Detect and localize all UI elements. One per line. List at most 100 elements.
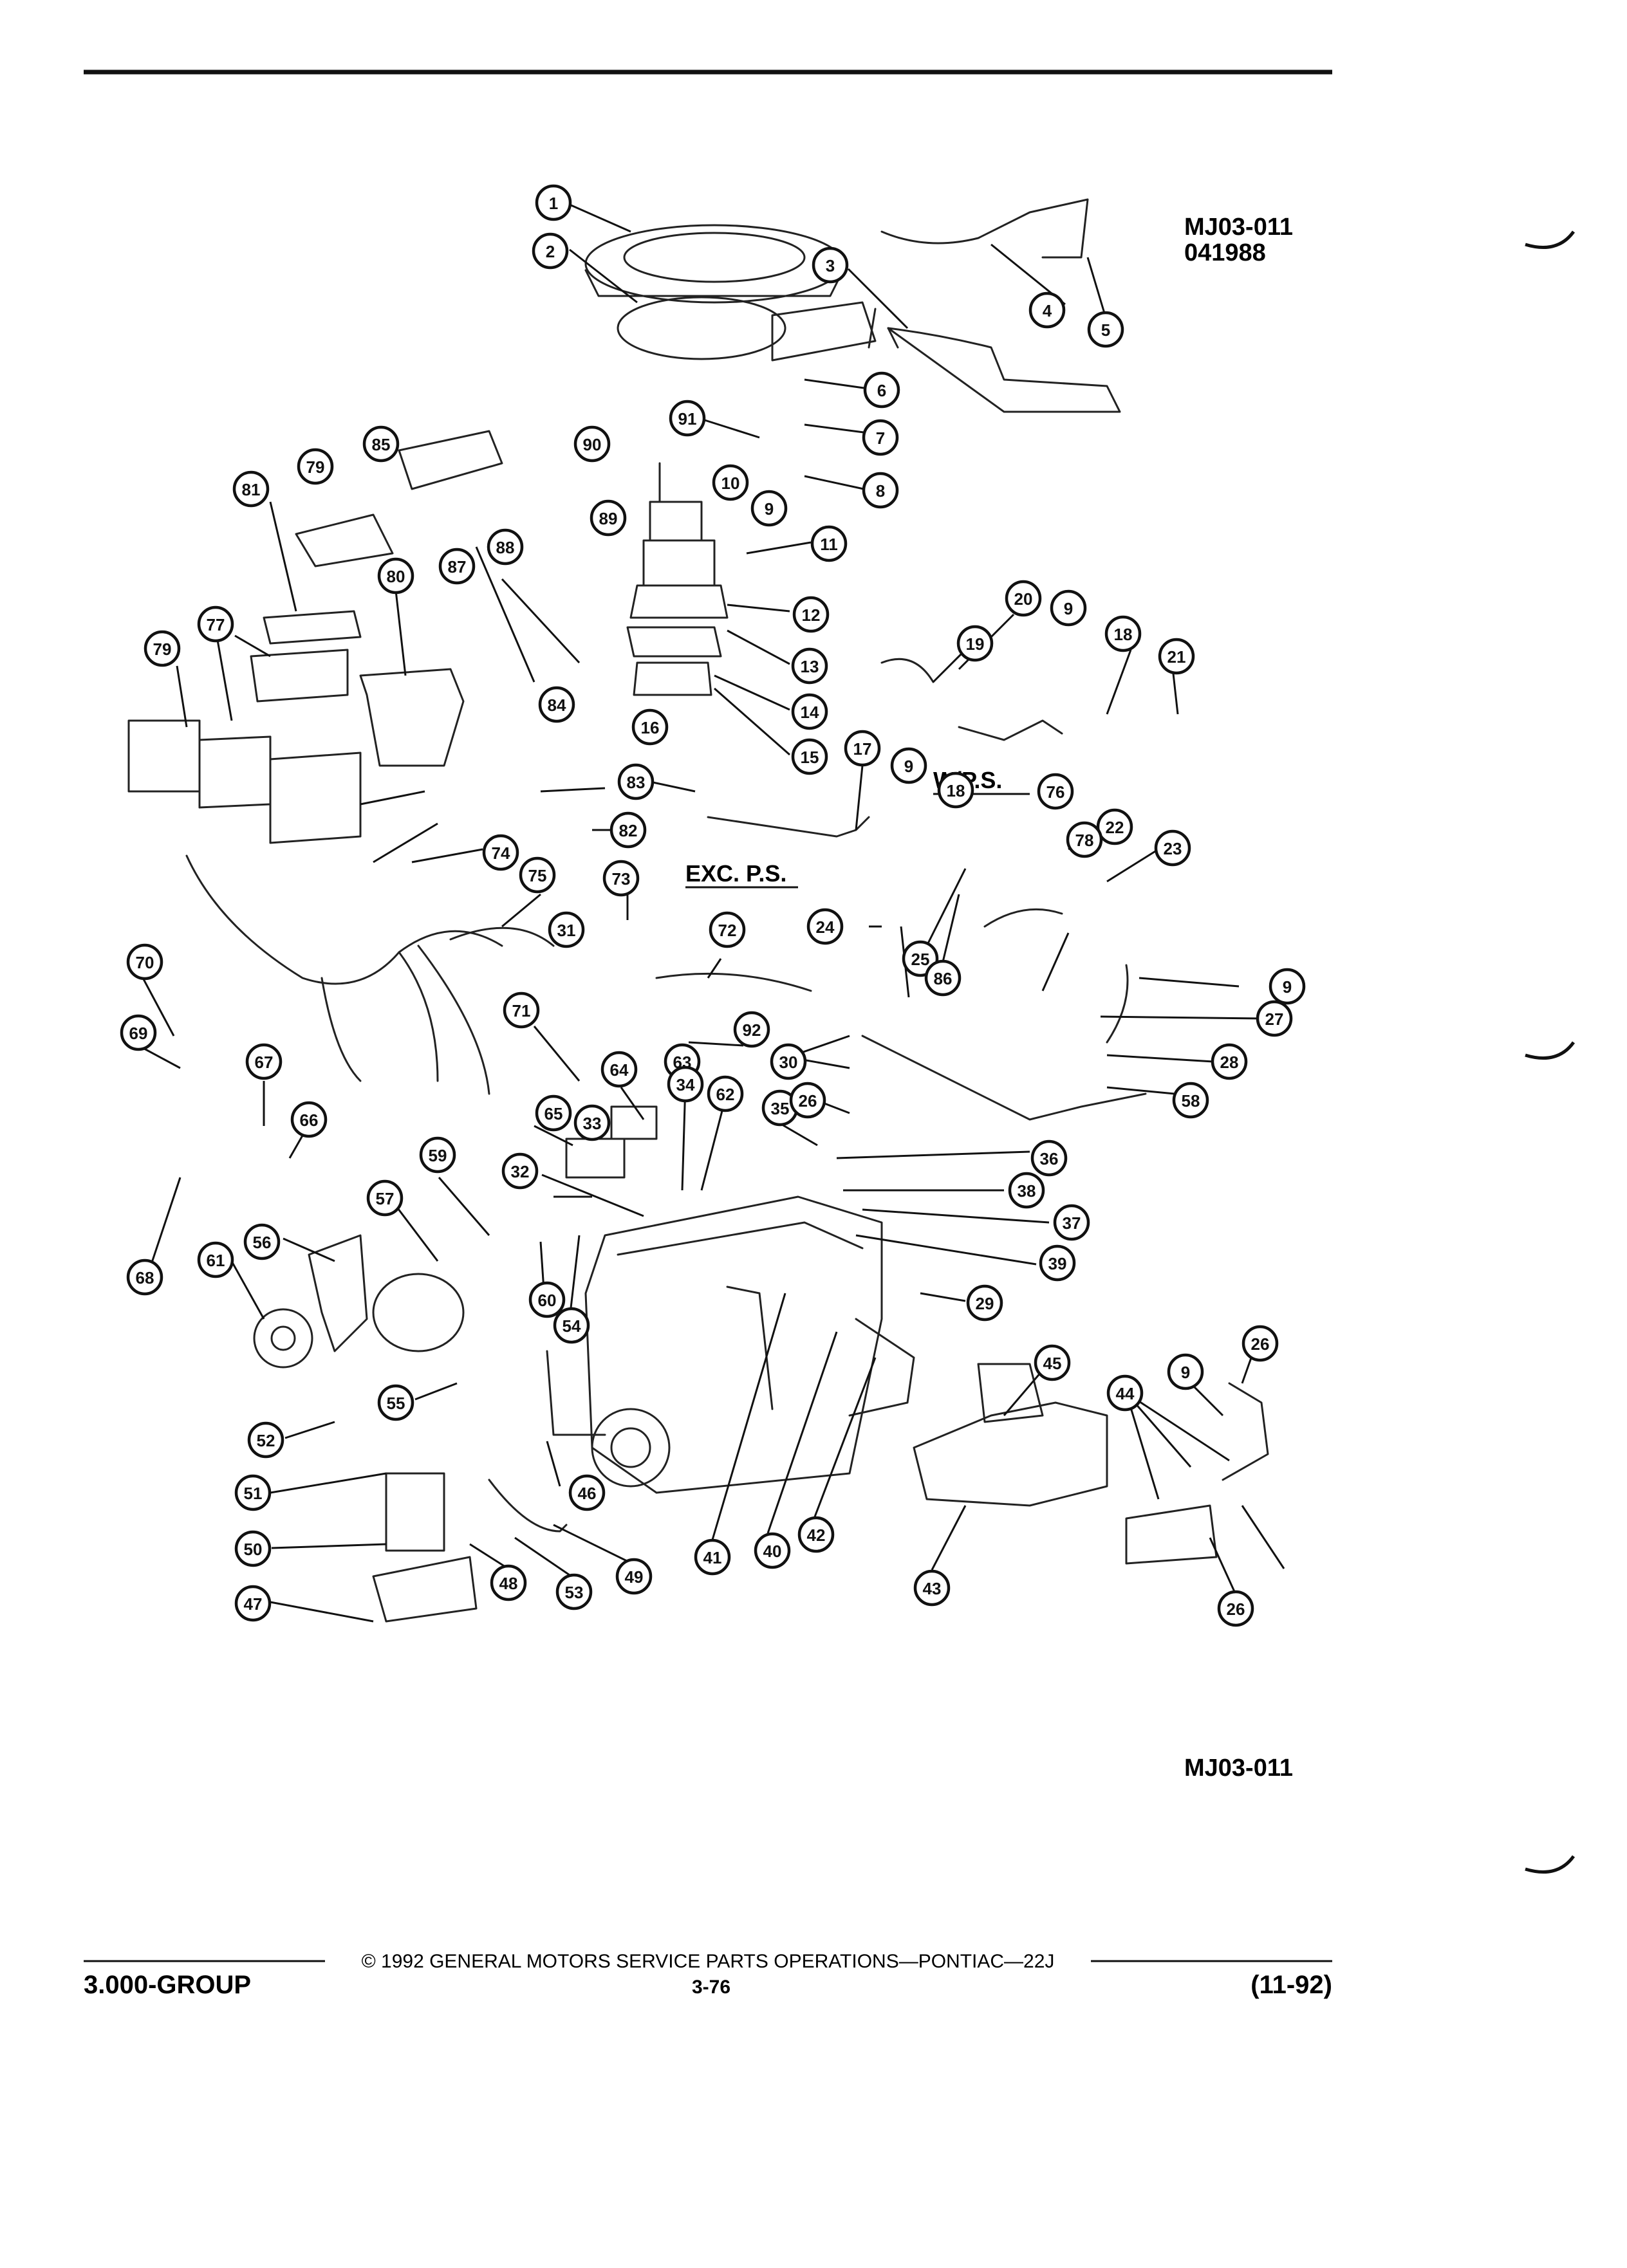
callout-circle — [810, 525, 848, 562]
callout-number: 73 — [612, 869, 631, 889]
callout-38: 38 — [1008, 1172, 1045, 1209]
hoses-and-pipes — [488, 658, 1269, 1533]
callout-circle — [844, 730, 881, 767]
callout-number: 23 — [1164, 839, 1182, 858]
callout-89: 89 — [590, 499, 627, 537]
callout-91: 91 — [669, 400, 706, 437]
callout-circle — [1028, 291, 1066, 329]
callout-number: 35 — [771, 1099, 790, 1118]
binder-mark — [1525, 230, 1576, 249]
callout-circle — [377, 1384, 414, 1421]
callout-26: 26 — [1217, 1590, 1254, 1627]
callout-circle — [791, 647, 828, 685]
wiring-harness — [185, 854, 555, 1095]
callout-number: 10 — [721, 474, 740, 493]
callout-circle — [419, 1136, 456, 1174]
callout-circle — [733, 1011, 770, 1048]
callout-circle — [535, 1094, 572, 1132]
footer-group: 3.000-GROUP — [84, 1971, 251, 1999]
callout-41: 41 — [694, 1538, 731, 1576]
callout-5: 5 — [1087, 311, 1124, 348]
footer-date: (11-92) — [1250, 1971, 1332, 1999]
callout-number: 28 — [1220, 1053, 1239, 1072]
callout-number: 45 — [1043, 1354, 1062, 1373]
callout-circle — [290, 1101, 328, 1138]
callout-number: 1 — [549, 194, 558, 213]
callout-4: 4 — [1028, 291, 1066, 329]
callout-74: 74 — [482, 834, 519, 871]
callout-number: 31 — [557, 921, 576, 940]
callout-circle — [590, 499, 627, 537]
callout-47: 47 — [234, 1585, 272, 1622]
callout-69: 69 — [120, 1014, 157, 1051]
callout-55: 55 — [377, 1384, 414, 1421]
callout-23: 23 — [1154, 829, 1191, 867]
callout-number: 61 — [207, 1251, 225, 1270]
callout-number: 13 — [801, 657, 819, 676]
callout-number: 26 — [1251, 1334, 1270, 1354]
callout-circle — [709, 911, 746, 948]
callout-circle — [528, 1281, 566, 1318]
callout-79: 79 — [144, 630, 181, 667]
callout-number: 72 — [718, 921, 737, 940]
callout-number: 70 — [136, 953, 154, 972]
callout-circle — [1256, 1000, 1293, 1037]
callout-circle — [568, 1474, 606, 1511]
callout-circle — [791, 693, 828, 730]
callout-number: 85 — [372, 435, 391, 454]
callout-number: 19 — [966, 634, 985, 654]
callout-circle — [234, 1474, 272, 1511]
callout-number: 79 — [306, 457, 325, 477]
callout-circle — [1005, 580, 1042, 617]
callout-number: 2 — [546, 242, 555, 261]
callout-number: 50 — [244, 1540, 263, 1559]
callout-80: 80 — [377, 557, 414, 595]
callout-73: 73 — [602, 860, 640, 897]
callout-circle — [913, 1569, 951, 1607]
callout-number: 38 — [1018, 1181, 1036, 1201]
callout-circle — [617, 763, 655, 800]
callout-79: 79 — [297, 448, 334, 485]
callout-circle — [1037, 773, 1074, 810]
callout-number: 67 — [255, 1053, 274, 1072]
callout-31: 31 — [548, 911, 585, 948]
callout-number: 24 — [816, 917, 835, 937]
callout-circle — [792, 596, 830, 633]
callout-number: 87 — [448, 557, 467, 576]
callout-21: 21 — [1158, 638, 1195, 675]
callout-circle — [862, 472, 899, 509]
callout-number: 64 — [610, 1060, 629, 1080]
callout-48: 48 — [490, 1564, 527, 1601]
callout-17: 17 — [844, 730, 881, 767]
callout-number: 68 — [136, 1268, 154, 1287]
callout-86: 86 — [924, 959, 962, 997]
callout-number: 22 — [1106, 818, 1124, 837]
callout-57: 57 — [366, 1179, 404, 1217]
callout-65: 65 — [535, 1094, 572, 1132]
callout-77: 77 — [197, 605, 234, 643]
callout-32: 32 — [501, 1152, 539, 1190]
callout-circle — [956, 625, 994, 662]
callout-number: 29 — [976, 1294, 994, 1313]
callout-52: 52 — [247, 1421, 284, 1459]
callout-circle — [694, 1538, 731, 1576]
footer-copyright: © 1992 GENERAL MOTORS SERVICE PARTS OPER… — [362, 1951, 1055, 1972]
callout-number: 3 — [826, 256, 835, 275]
callout-number: 49 — [625, 1567, 644, 1587]
callout-39: 39 — [1039, 1244, 1076, 1282]
alternator-and-accessories — [253, 1105, 658, 1623]
callout-49: 49 — [615, 1558, 653, 1595]
callout-92: 92 — [733, 1011, 770, 1048]
callout-circle — [1039, 1244, 1076, 1282]
callout-22: 22 — [1096, 808, 1133, 845]
callout-circle — [754, 1532, 791, 1569]
callout-circle — [750, 490, 788, 527]
callout-number: 18 — [947, 781, 965, 800]
callout-circle — [1158, 638, 1195, 675]
callout-90: 90 — [573, 425, 611, 463]
callout-number: 54 — [562, 1316, 581, 1336]
callout-42: 42 — [797, 1516, 835, 1553]
callout-number: 34 — [676, 1075, 695, 1094]
callout-circle — [615, 1558, 653, 1595]
callout-number: 39 — [1048, 1254, 1067, 1273]
